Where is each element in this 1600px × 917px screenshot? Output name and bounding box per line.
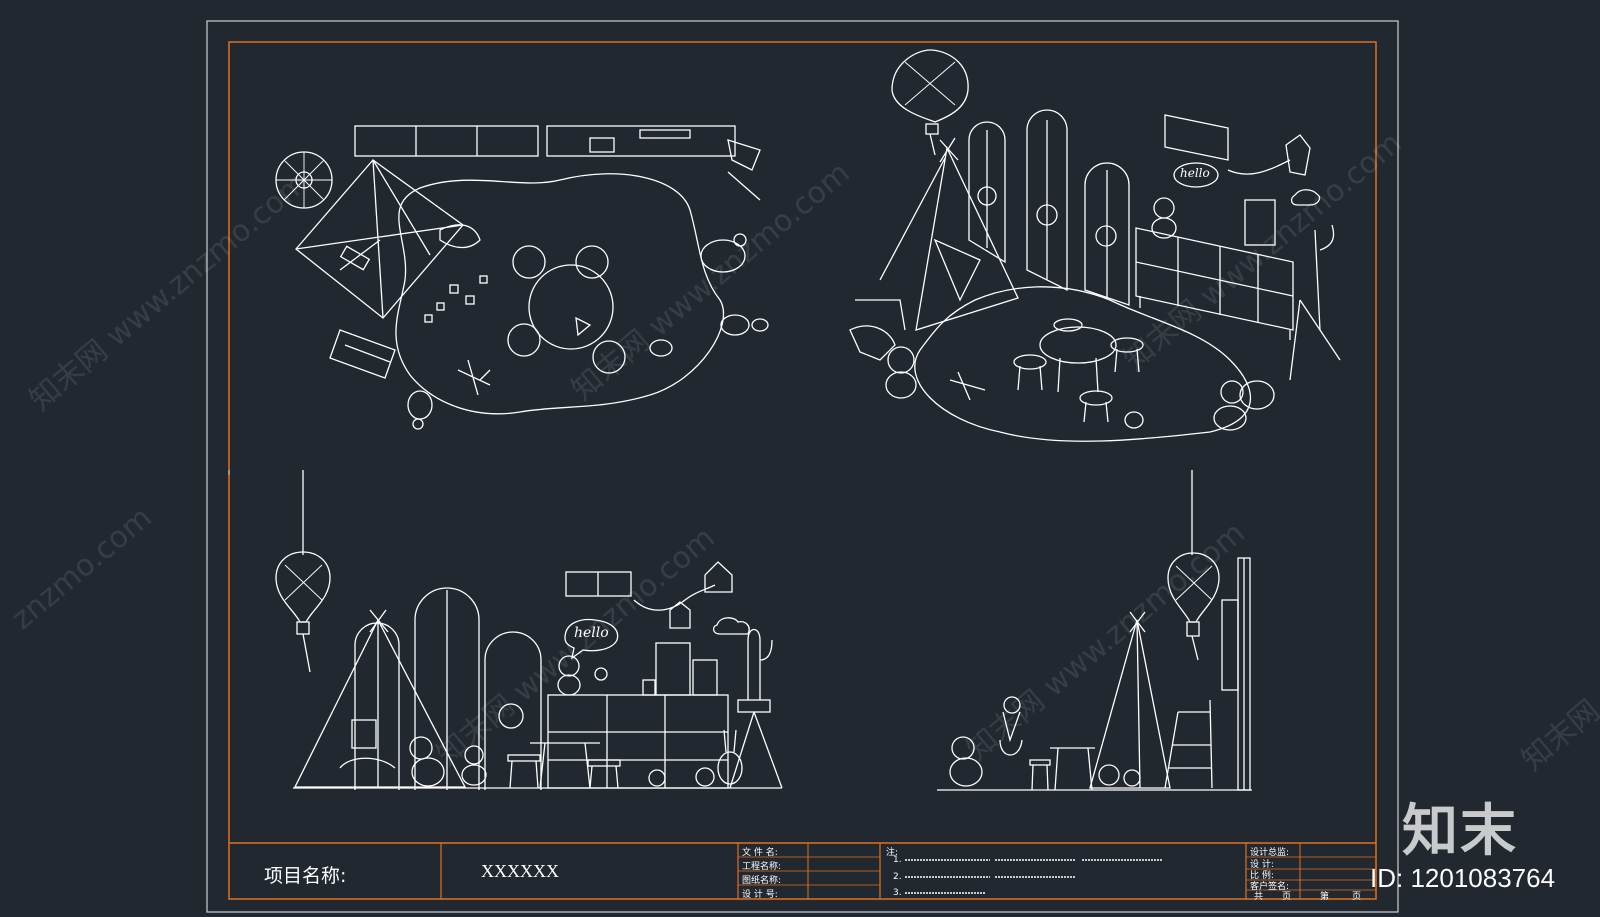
page-total-unit: 页 (1282, 892, 1292, 902)
notes-label: 注: (886, 848, 899, 858)
brand-id: ID: 1201083764 (1370, 863, 1556, 893)
note-2-number: 2. (893, 872, 902, 882)
designer-field: 设 计: (1250, 860, 1274, 870)
client-signature-field: 客户签名: (1250, 882, 1290, 892)
front-elevation (275, 470, 783, 790)
plan-view (275, 125, 769, 430)
hello-sign-text-axo: hello (1180, 166, 1210, 180)
scale-field: 比 例: (1250, 871, 1274, 881)
brand-logo: 知末 (1402, 799, 1518, 864)
sheet-outer-frame (206, 20, 1399, 913)
page-total-label: 共 (1254, 892, 1264, 902)
file-name-field: 文 件 名: (742, 848, 778, 858)
note-1-number: 1. (893, 855, 902, 865)
page-current-unit: 页 (1352, 892, 1362, 902)
project-name-label: 项目名称: (264, 865, 347, 887)
axonometric-view (849, 49, 1341, 442)
design-director-field: 设计总监: (1250, 848, 1290, 858)
project-name-value: XXXXXX (481, 861, 559, 881)
note-3-number: 3. (893, 888, 902, 898)
side-elevation (937, 470, 1252, 791)
drawing-name-field: 图纸名称: (742, 876, 782, 886)
project-title-field: 工程名称: (742, 862, 782, 872)
hello-sign-text: hello (574, 625, 609, 641)
design-number-field: 设 计 号: (742, 890, 778, 900)
page-current-label: 第 (1320, 892, 1330, 902)
